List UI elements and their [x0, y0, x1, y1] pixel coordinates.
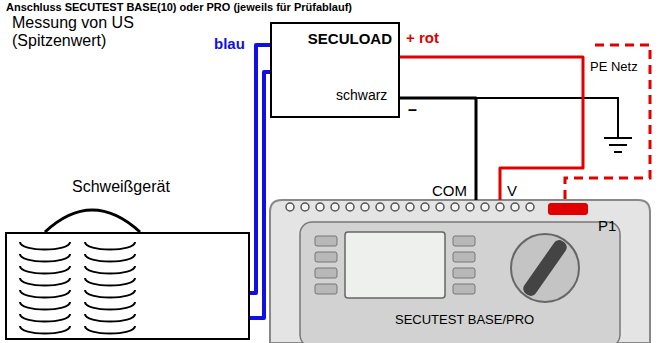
measurement-title: Messung von US (Spitzenwert): [12, 14, 152, 49]
wire-color-label: schwarz: [336, 88, 387, 103]
coil-winding: [85, 278, 135, 286]
terminal-socket: [421, 203, 429, 211]
secuload-box: SECULOAD: [270, 22, 400, 118]
terminal-socket: [496, 203, 504, 211]
red-wire: [400, 57, 583, 200]
page-title: Anschluss SECUTEST BASE(10) oder PRO (je…: [6, 1, 352, 13]
terminal-socket: [286, 203, 294, 211]
polarity-sign: –: [408, 101, 417, 119]
terminal-label: V: [507, 183, 517, 200]
device-panel: [300, 222, 620, 343]
welder-box: Schweißgerät: [5, 232, 250, 340]
welder-handle: [45, 210, 140, 232]
device-buttons: [315, 236, 475, 294]
terminal-socket: [331, 203, 339, 211]
coil-winding: [20, 290, 70, 298]
coil-winding: [20, 254, 70, 262]
coil-winding: [20, 266, 70, 274]
coil-winding: [85, 314, 135, 322]
p1-probe-socket: [548, 203, 588, 215]
terminal-socket: [316, 203, 324, 211]
coil-winding: [85, 290, 135, 298]
terminal-socket: [511, 203, 519, 211]
ground-symbol: [604, 138, 632, 152]
probe-label: P1: [598, 218, 616, 235]
terminal-label: COM: [432, 183, 467, 200]
rotary-switch: [511, 234, 579, 302]
terminal-socket: [436, 203, 444, 211]
terminal-socket: [526, 203, 534, 211]
rotary-knob: [521, 238, 569, 298]
device-screen: [345, 232, 445, 298]
tester-device: SECUTEST BASE/PRO: [270, 200, 650, 343]
coil-winding: [85, 326, 135, 334]
ground-label: PE Netz: [590, 60, 638, 74]
blue-wire: [250, 72, 270, 318]
coil-winding: [20, 314, 70, 322]
pe-dashed-line: [565, 45, 650, 203]
coil-winding: [85, 266, 135, 274]
terminal-socket: [376, 203, 384, 211]
wire-color-label: blau: [214, 36, 245, 53]
wire-color-label: + rot: [406, 30, 439, 47]
terminal-socket: [466, 203, 474, 211]
terminal-socket: [451, 203, 459, 211]
terminal-socket: [391, 203, 399, 211]
terminal-socket: [301, 203, 309, 211]
coil-windings: [20, 242, 135, 334]
coil-winding: [85, 254, 135, 262]
terminal-socket: [346, 203, 354, 211]
terminal-socket: [406, 203, 414, 211]
coil-winding: [20, 326, 70, 334]
coil-winding: [85, 242, 135, 250]
node-label: Schweißgerät: [72, 178, 170, 196]
terminal-socket: [361, 203, 369, 211]
node-label: SECUTEST BASE/PRO: [395, 312, 534, 327]
coil-winding: [20, 242, 70, 250]
terminal-socket: [481, 203, 489, 211]
terminal-row: [286, 203, 534, 211]
coil-winding: [85, 302, 135, 310]
pe-ground-wire: [476, 98, 618, 138]
coil-winding: [20, 302, 70, 310]
black-wire: [400, 98, 476, 200]
coil-winding: [20, 278, 70, 286]
blue-wire: [250, 45, 270, 293]
node-label: SECULOAD: [308, 30, 392, 47]
